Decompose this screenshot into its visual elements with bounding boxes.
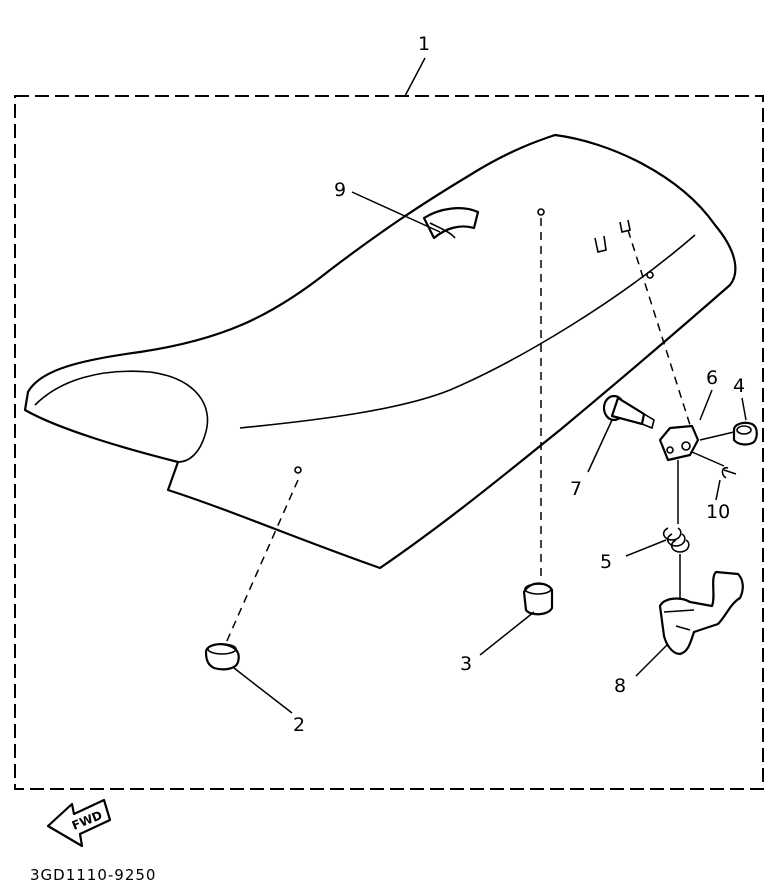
part-8-spring — [662, 527, 690, 553]
leader-6 — [699, 389, 713, 421]
callout-10: 10 — [706, 501, 730, 523]
dashed-line-2 — [225, 479, 299, 644]
leader-6-to-4 — [699, 431, 735, 441]
leader-10-to-6 — [691, 451, 725, 467]
leader-9 — [351, 191, 441, 233]
part-4-nut — [732, 421, 758, 446]
leader-4 — [741, 397, 747, 421]
callout-8: 5 — [600, 551, 612, 573]
part-10-clip — [721, 466, 737, 479]
part-2-damper — [204, 643, 240, 671]
dashed-line-6 — [627, 229, 691, 426]
callout-7: 7 — [570, 478, 582, 500]
seat — [23, 133, 737, 570]
callout-5: 8 — [614, 675, 626, 697]
callout-4: 4 — [733, 375, 745, 397]
assembly-frame — [14, 95, 764, 790]
part-7-pin — [602, 394, 655, 430]
callout-6: 6 — [706, 367, 718, 389]
part-6-bracket — [658, 424, 700, 462]
callout-2: 2 — [293, 714, 305, 736]
leader-10 — [715, 479, 721, 501]
callout-3: 3 — [460, 653, 472, 675]
part-3-damper — [522, 582, 554, 616]
leader-8 — [625, 539, 667, 557]
callout-9: 9 — [334, 179, 346, 201]
leader-1 — [404, 57, 426, 97]
leader-5 — [635, 643, 669, 677]
drawing-code: 3GD1110-9250 — [30, 866, 156, 884]
leader-7 — [587, 419, 613, 473]
callout-1: 1 — [418, 33, 430, 55]
leader-2 — [233, 667, 293, 714]
fwd-arrow-icon: FWD — [46, 798, 112, 848]
leader-3 — [479, 611, 535, 656]
part-5-lock-lever — [658, 570, 744, 656]
